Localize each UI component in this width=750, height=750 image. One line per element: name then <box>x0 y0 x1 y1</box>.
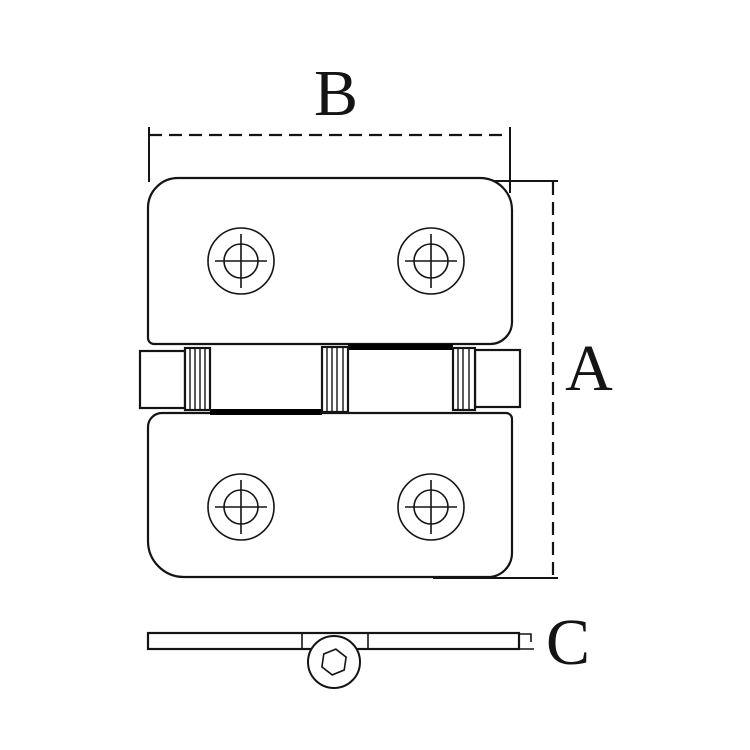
knuckle-right <box>451 346 522 412</box>
bottom-leaf-edge-bar <box>210 409 322 415</box>
dimension-a: A <box>433 180 613 579</box>
side-view-end-stub <box>519 633 534 650</box>
hinge-side-view <box>146 631 534 689</box>
screw-hole-crosshair <box>215 480 267 534</box>
screw-hole-crosshair <box>405 234 457 288</box>
screw-hole-bottom-right <box>397 473 465 541</box>
screw-hole-outer-circle <box>397 473 465 541</box>
screw-hole-bottom-left <box>207 473 275 541</box>
pin-screw-head-circle <box>307 635 361 689</box>
knuckle-right-block <box>473 348 522 409</box>
knuckle-left-block <box>138 349 187 410</box>
knuckle-left-sleeve <box>183 346 212 412</box>
screw-hole-outer-circle <box>397 227 465 295</box>
dimension-c-label: C <box>546 606 590 679</box>
screw-hole-outer-circle <box>207 473 275 541</box>
bottom-hinge-leaf <box>146 411 514 579</box>
knuckle-middle <box>320 345 350 414</box>
dimension-b-label: B <box>314 57 358 130</box>
knuckle-middle-sleeve-ridges <box>326 347 344 412</box>
knuckle-left <box>138 346 212 412</box>
dimension-c: C <box>546 606 590 679</box>
dimension-b: B <box>148 57 511 193</box>
top-leaf-edge-bar <box>348 344 453 350</box>
knuckle-right-sleeve-ridges <box>457 348 470 410</box>
hex-socket-icon <box>321 648 347 676</box>
screw-hole-outer-circle <box>207 227 275 295</box>
screw-hole-crosshair <box>215 234 267 288</box>
screw-hole-crosshair <box>405 480 457 534</box>
top-leaf-outline <box>146 176 514 346</box>
screw-hole-top-right <box>397 227 465 295</box>
knuckle-middle-sleeve <box>320 345 350 414</box>
top-hinge-leaf <box>146 176 514 346</box>
knuckle-right-sleeve <box>451 346 477 412</box>
bottom-leaf-outline <box>146 411 514 579</box>
screw-hole-top-left <box>207 227 275 295</box>
dimension-a-label: A <box>565 332 613 405</box>
knuckle-left-sleeve-ridges <box>189 348 206 410</box>
hinge-knuckle-area <box>138 344 522 415</box>
